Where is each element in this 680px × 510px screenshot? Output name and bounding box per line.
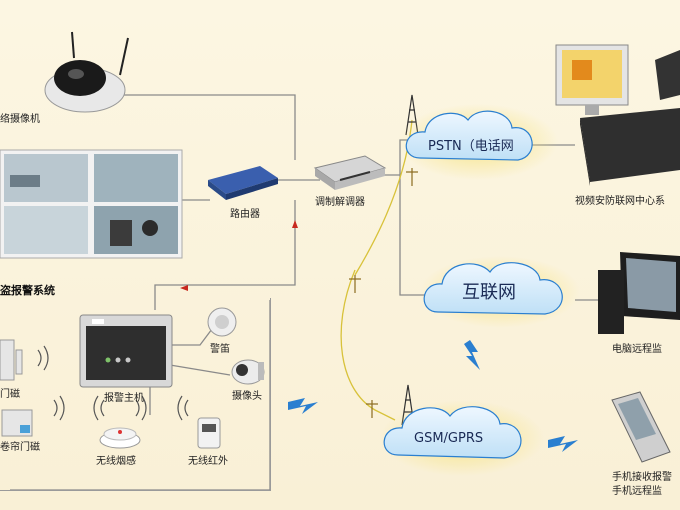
router-to-alarm-line <box>154 200 296 310</box>
siren-label: 警笛 <box>210 344 230 355</box>
lightning-icon <box>464 340 480 370</box>
modem-icon <box>313 155 387 190</box>
internet-cloud <box>420 256 580 328</box>
gsm-cloud <box>380 400 544 476</box>
pc-monitor-label: 电脑远程监 <box>612 344 662 355</box>
small-camera-icon <box>231 359 265 385</box>
alarm-system-title: 盗报警系统 <box>0 284 55 297</box>
phone-label-1: 手机接收报警 <box>612 472 672 483</box>
smoke-detector-icon <box>99 427 141 449</box>
center-label: 视频安防联网中心系 <box>575 196 665 207</box>
alarm-host-icon <box>79 314 173 388</box>
siren-icon <box>207 307 237 337</box>
surveillance-monitor-icon <box>0 149 183 259</box>
router-icon <box>208 166 278 200</box>
host-to-cam-line <box>169 364 231 376</box>
alarm-host-label: 报警主机 <box>104 393 144 404</box>
infrared-label: 无线红外 <box>188 456 228 467</box>
router-label: 路由器 <box>230 209 260 220</box>
alarm-system-box <box>0 298 271 491</box>
lightning-icon <box>548 436 578 452</box>
wireless-arcs <box>37 345 189 421</box>
pstn-to-gsm-curve <box>340 269 396 421</box>
gsm-cloud-label: GSM/GPRS <box>414 431 484 446</box>
dome-camera-icon <box>44 31 129 113</box>
center-equipment-icon <box>555 44 680 186</box>
lightning-icons <box>288 340 578 452</box>
rolling-door-magnet-icon <box>1 409 33 437</box>
infrared-detector-icon <box>197 417 221 449</box>
door-magnet-label: 门磁 <box>0 389 20 400</box>
camera-label: 络摄像机 <box>0 114 40 125</box>
pstn-cloud <box>398 104 558 180</box>
pc-monitor-icon <box>598 252 680 334</box>
host-to-siren-line <box>170 324 216 346</box>
relay-poles <box>349 168 418 418</box>
lightning-icon <box>288 398 318 414</box>
phone-label-2: 手机远程监 <box>612 486 662 497</box>
camera-to-router-line <box>120 94 296 160</box>
modem-to-internet-line <box>399 175 430 296</box>
rolling-door-label: 卷帘门磁 <box>0 442 40 453</box>
modem-label: 调制解调器 <box>315 197 365 208</box>
red-arrows <box>180 220 298 291</box>
smoke-label: 无线烟感 <box>96 456 136 467</box>
door-magnet-icon <box>0 339 23 381</box>
internet-cloud-label: 互联网 <box>462 282 516 303</box>
small-camera-label: 摄像头 <box>232 391 262 402</box>
pstn-cloud-label: PSTN（电话网 <box>428 139 514 154</box>
mobile-phone-icon <box>611 391 671 463</box>
